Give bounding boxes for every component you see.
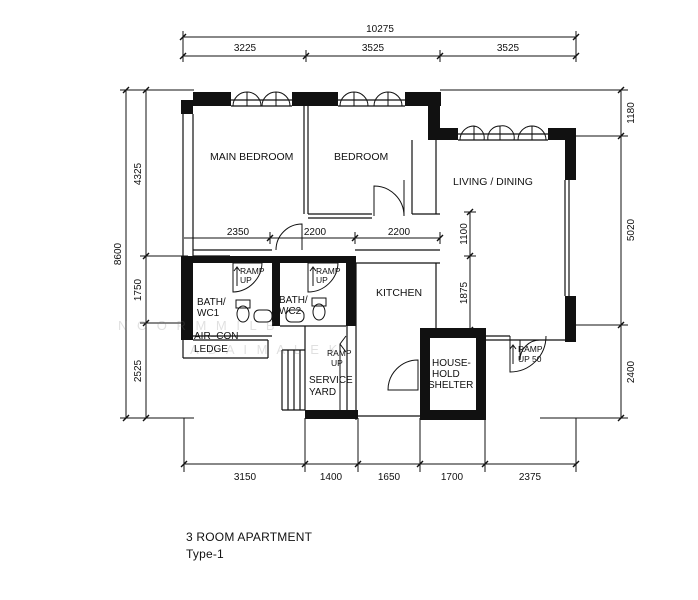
dim-interior-d4: 1100 [459, 223, 470, 245]
watermark-line-1: N O O R M M I L B [118, 318, 278, 333]
label-aircon-line1: AIR–CON [194, 331, 238, 342]
dim-bottom-seg3: 1650 [378, 472, 401, 483]
ramp2-line1: RAMP [316, 266, 341, 276]
label-bath1-line1: BATH/ [197, 297, 226, 308]
dim-left-overall: 8600 [113, 242, 124, 265]
dim-top-seg1: 3225 [234, 43, 257, 54]
dimension-lines [120, 31, 628, 472]
dim-top-overall: 10275 [366, 24, 394, 35]
ramp-labels: RAMP UP RAMP UP RAMP UP RAMP UP 50 [240, 266, 543, 368]
dim-bottom-seg5: 2375 [519, 472, 542, 483]
dim-bottom-seg1: 3150 [234, 472, 257, 483]
dim-right-seg1: 1180 [626, 102, 637, 124]
dim-bottom-seg4: 1700 [441, 472, 464, 483]
dim-bottom-seg2: 1400 [320, 472, 343, 483]
dim-left-seg2: 1750 [133, 278, 144, 301]
caption-title: 3 ROOM APARTMENT [186, 530, 313, 544]
caption-type: Type-1 [186, 547, 224, 561]
ramp2-line2: UP [316, 275, 328, 285]
ramp4-line1: RAMP [518, 344, 543, 354]
label-aircon-line2: LEDGE [194, 344, 228, 355]
label-bedroom: BEDROOM [334, 151, 388, 163]
ramp1-line2: UP [240, 275, 252, 285]
doors [232, 180, 547, 410]
label-main-bedroom: MAIN BEDROOM [210, 151, 293, 163]
dim-right-seg2: 5020 [626, 218, 637, 241]
ramp3-line2: UP [331, 358, 343, 368]
fixtures [235, 297, 327, 323]
dim-top-seg3: 3525 [497, 43, 520, 54]
room-labels: MAIN BEDROOM BEDROOM LIVING / DINING KIT… [194, 151, 533, 398]
dim-right-seg3: 2400 [626, 360, 637, 383]
dim-left-seg1: 4325 [133, 162, 144, 185]
label-bath2-line1: BATH/ [279, 295, 308, 306]
label-service-line2: YARD [309, 387, 336, 398]
label-service-line1: SERVICE [309, 375, 353, 386]
label-bath2-line2: WC2 [279, 306, 302, 317]
dim-interior-d3: 2200 [388, 227, 411, 238]
watermark: N O O R M M I L B A D A I M A L E K [118, 318, 340, 357]
label-shelter-line3: SHELTER [428, 380, 473, 391]
label-shelter-line1: HOUSE- [432, 358, 471, 369]
dim-interior-d2: 2200 [304, 227, 327, 238]
dim-left-seg3: 2525 [133, 359, 144, 382]
ramp4-line2: UP 50 [518, 354, 542, 364]
label-bath1-line2: WC1 [197, 308, 220, 319]
label-living-dining: LIVING / DINING [453, 176, 533, 188]
walls [181, 92, 576, 420]
dim-top-seg2: 3525 [362, 43, 385, 54]
ramp1-line1: RAMP [240, 266, 265, 276]
ramp3-line1: RAMP [327, 348, 352, 358]
dim-interior-d1: 2350 [227, 227, 250, 238]
label-kitchen: KITCHEN [376, 287, 422, 299]
dim-interior-d5: 1875 [459, 281, 470, 304]
windows [232, 91, 547, 141]
partition-lines [182, 99, 576, 420]
label-shelter-line2: HOLD [432, 369, 460, 380]
dimension-labels: 10275 3225 3525 3525 8600 4325 1750 2525… [113, 24, 637, 483]
watermark-line-2: A D A I M A L E K [190, 342, 340, 357]
ramp-arrows [233, 266, 517, 364]
